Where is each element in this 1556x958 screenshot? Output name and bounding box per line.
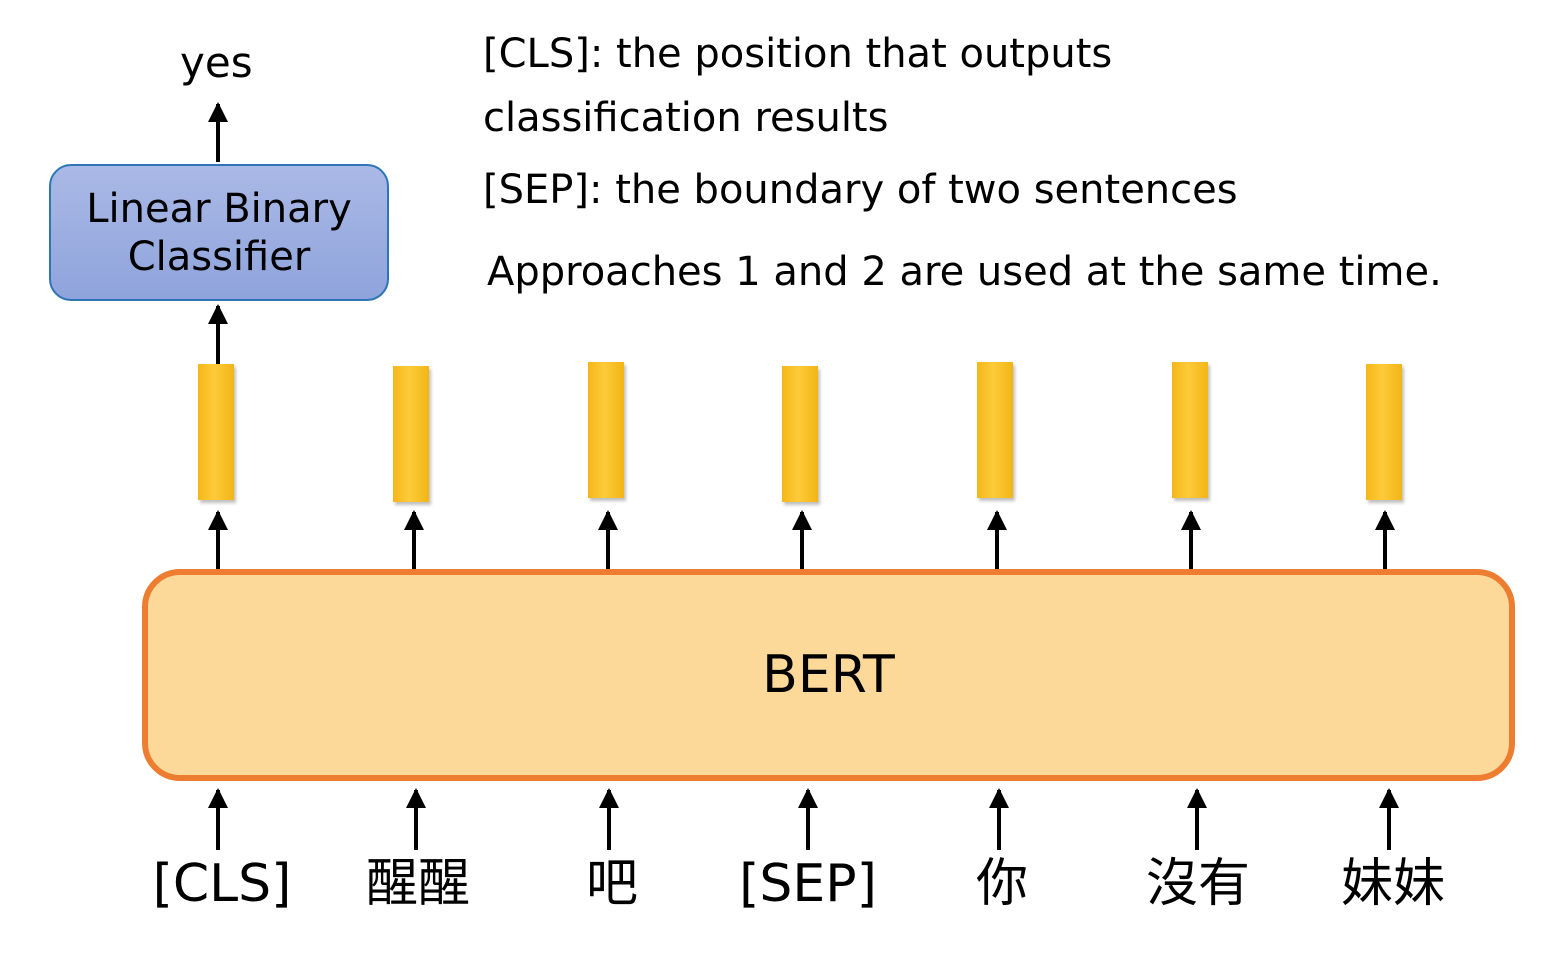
bert-label: BERT (762, 645, 895, 705)
token-2: 醒醒 (365, 854, 471, 914)
token-6: 沒有 (1145, 854, 1251, 914)
classifier-label-line-1: Linear Binary (86, 185, 352, 232)
cls-note-line-1: [CLS]: the position that outputs (483, 31, 1113, 77)
token-3: 吧 (585, 854, 639, 914)
linear-binary-classifier: Linear Binary Classifier (49, 164, 389, 301)
output-vector-cls (198, 364, 234, 500)
token-sep: [SEP] (739, 854, 877, 914)
output-vector-3 (588, 362, 624, 498)
output-vector-sep (782, 366, 818, 502)
approaches-note: Approaches 1 and 2 are used at the same … (487, 249, 1442, 295)
output-vector-7 (1366, 364, 1402, 500)
token-cls: [CLS] (152, 854, 292, 914)
classifier-label-line-2: Classifier (127, 233, 311, 280)
output-vector-2 (393, 366, 429, 502)
bert-model-box: BERT (142, 569, 1515, 781)
output-vector-6 (1172, 362, 1208, 498)
cls-note-line-2: classification results (483, 95, 889, 141)
token-7: 妹妹 (1340, 854, 1446, 914)
sep-note: [SEP]: the boundary of two sentences (483, 167, 1238, 213)
token-5: 你 (975, 854, 1029, 914)
output-vector-5 (977, 362, 1013, 498)
output-label: yes (180, 38, 253, 87)
